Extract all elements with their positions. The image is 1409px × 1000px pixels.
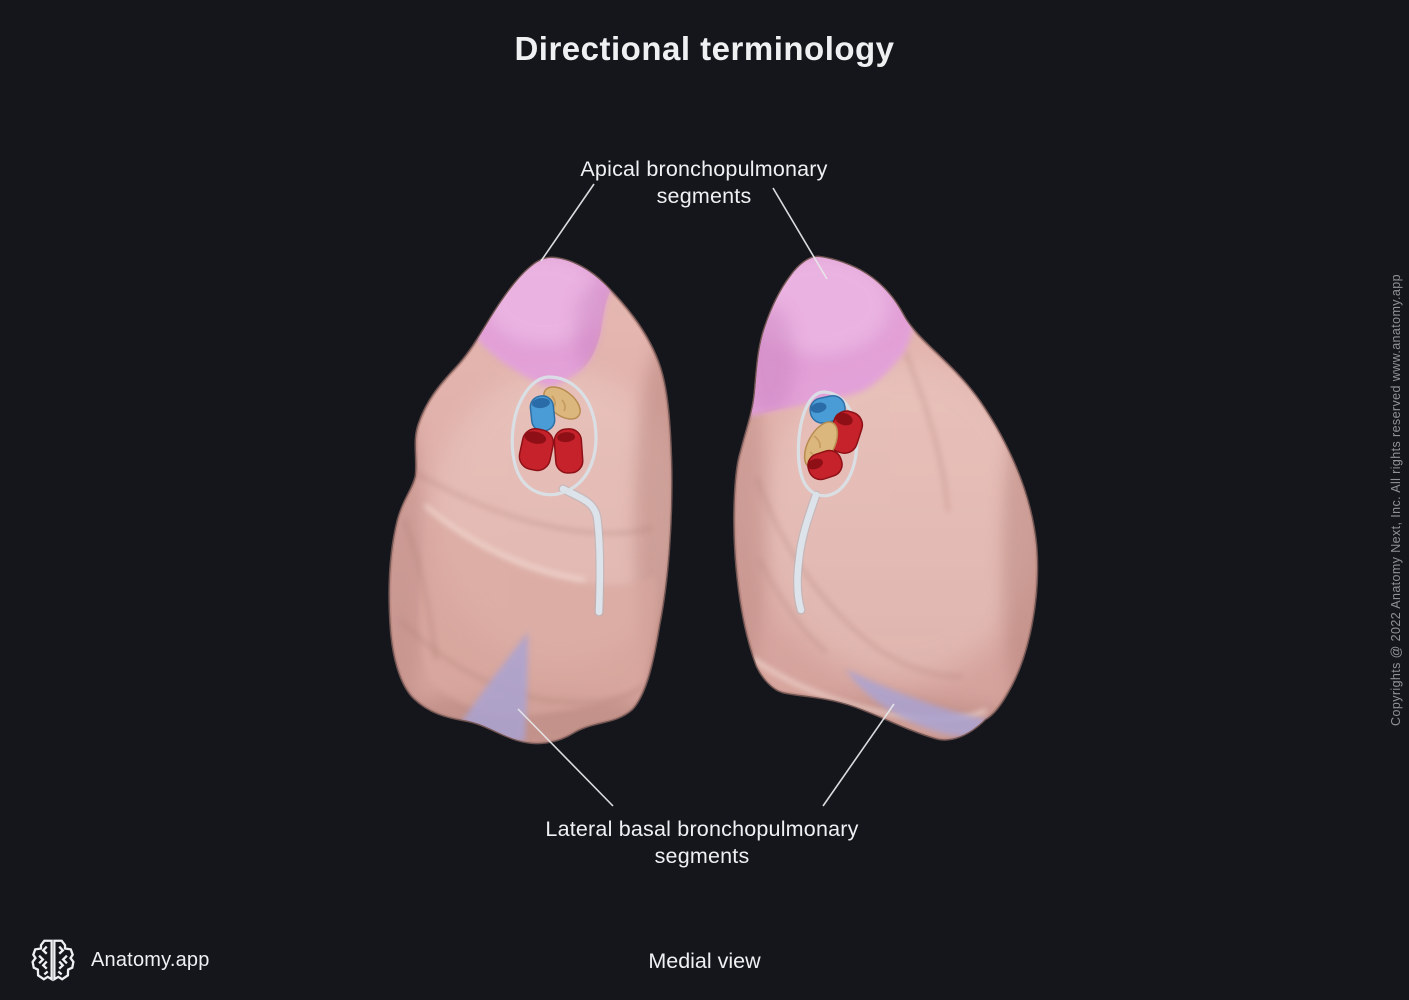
- view-caption: Medial view: [648, 949, 761, 973]
- lateral-basal-label: Lateral basal bronchopulmonary segments: [492, 816, 912, 870]
- lung-left-shading: [389, 258, 672, 743]
- leader-line-apical-left: [540, 183, 595, 262]
- hilum-structure-red2-right: [807, 449, 843, 481]
- brand-logo: Anatomy.app: [28, 936, 210, 984]
- lateral-basal-segment-right-figure: [846, 669, 1008, 737]
- pulmonary-ligament-left: [559, 485, 604, 616]
- apical-label-line1: Apical bronchopulmonary: [580, 157, 828, 181]
- hilum-left-figure: [510, 375, 605, 617]
- page-title: Directional terminology: [514, 30, 895, 67]
- lung-figure-left: [388, 256, 673, 745]
- brain-icon: [31, 939, 75, 982]
- lateral-basal-segment-left-figure: [459, 632, 528, 743]
- lung-figure-right: [733, 255, 1039, 741]
- apical-label-line2: segments: [656, 184, 752, 208]
- hilum-ring-left: [510, 375, 598, 497]
- leader-line-lateral-right: [822, 703, 895, 807]
- leader-line-apical-right: [772, 187, 828, 280]
- lateral-basal-label-line2: segments: [654, 844, 750, 868]
- brand-name: Anatomy.app: [91, 948, 210, 971]
- hilum-right-figure: [793, 390, 864, 615]
- leader-line-lateral-left: [517, 708, 614, 807]
- pulmonary-ligament-right: [794, 491, 820, 614]
- copyright-vertical-text: Copyrights @ 2022 Anatomy Next, Inc. All…: [1389, 274, 1403, 726]
- apical-label: Apical bronchopulmonary segments: [494, 156, 914, 210]
- lateral-basal-label-line1: Lateral basal bronchopulmonary: [545, 817, 859, 841]
